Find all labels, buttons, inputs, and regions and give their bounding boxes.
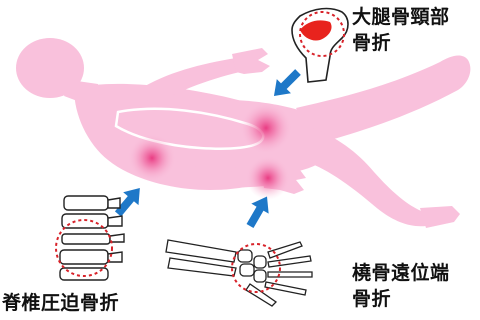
finger-2: [268, 256, 311, 267]
vertebral-fracture-label: 脊椎圧迫骨折: [2, 292, 119, 314]
vertebrae-icon: [56, 196, 124, 280]
figure-far-hand: [232, 48, 270, 74]
figure-near-leg: [300, 124, 426, 226]
hotspot-spine: [128, 134, 176, 182]
carpal-4: [254, 270, 266, 282]
hotspot-wrist: [246, 156, 290, 200]
finger-1: [268, 242, 302, 258]
vertebra-4: [60, 250, 108, 264]
femoral-neck-label-line1: 大腿骨頸部: [352, 6, 450, 28]
distal-radius-label-line1: 橈骨遠位端: [352, 262, 450, 284]
finger-4: [265, 282, 306, 295]
vertebra-1: [64, 196, 108, 210]
wrist-bones-icon: [166, 240, 312, 306]
vertebra-3-process: [110, 234, 124, 242]
hip-bone-icon: [292, 9, 348, 82]
finger-3: [268, 272, 312, 277]
arrow-to-hip: [267, 65, 305, 103]
carpal-1: [238, 250, 252, 262]
figure-foot: [420, 206, 460, 228]
carpal-3: [254, 256, 266, 268]
vertebra-1-process: [108, 198, 120, 208]
femoral-neck-label-line2: 骨折: [352, 32, 391, 54]
vertebra-2-process: [108, 216, 122, 226]
hotspot-hip: [240, 102, 292, 154]
distal-radius-label-line2: 骨折: [352, 288, 391, 310]
vertebra-3-compressed: [62, 234, 110, 244]
carpal-2: [240, 264, 254, 276]
